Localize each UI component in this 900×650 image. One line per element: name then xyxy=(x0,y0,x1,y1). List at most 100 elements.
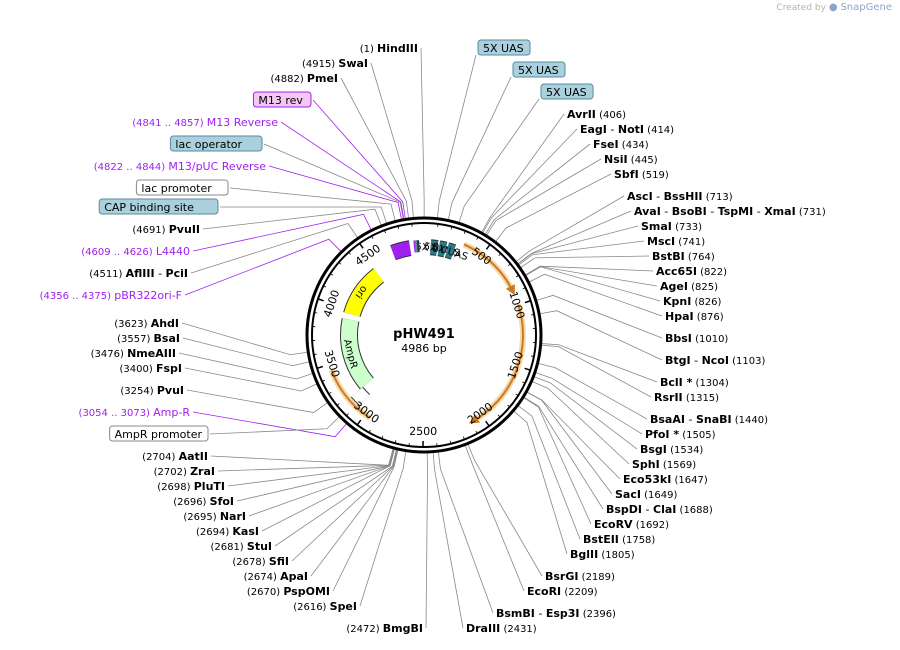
site-position: (406) xyxy=(596,110,626,121)
left-label-18[interactable]: (3054 .. 3073) Amp-R xyxy=(79,406,191,419)
left-label-24[interactable]: (2695) NarI xyxy=(183,510,246,523)
site-position: (2704) xyxy=(142,452,178,463)
left-label-30[interactable]: (2616) SpeI xyxy=(293,600,357,613)
right-label-22[interactable]: PfoI * (1505) xyxy=(645,428,716,441)
site-position: (1692) xyxy=(633,520,670,531)
enzyme-name: NarI xyxy=(220,510,246,523)
tick-mark xyxy=(356,419,362,426)
enzyme-label: (2702) ZraI xyxy=(154,465,215,478)
left-label-1[interactable]: (4915) SwaI xyxy=(302,57,368,70)
feature-fill xyxy=(445,243,456,259)
left-label-22[interactable]: (2698) PluTI xyxy=(157,480,225,493)
right-label-4[interactable]: EagI - NotI (414) xyxy=(580,123,674,136)
right-label-14[interactable]: AgeI (825) xyxy=(660,280,718,293)
right-label-25[interactable]: Eco53kI (1647) xyxy=(623,473,708,486)
right-label-27[interactable]: BspDI - ClaI (1688) xyxy=(606,503,713,516)
left-label-5[interactable]: lac operator xyxy=(169,135,263,152)
feature-fill xyxy=(341,318,374,389)
left-label-0[interactable]: (1) HindIII xyxy=(360,42,418,55)
enzyme-label: (4882) PmeI xyxy=(270,72,338,85)
left-label-21[interactable]: (2702) ZraI xyxy=(154,465,215,478)
enzyme-name: BsmBI xyxy=(496,607,535,620)
right-label-12[interactable]: BstBI (764) xyxy=(652,250,715,263)
right-label-24[interactable]: SphI (1569) xyxy=(632,458,696,471)
leader-line xyxy=(186,389,328,413)
right-label-28[interactable]: EcoRV (1692) xyxy=(594,518,669,531)
left-label-10[interactable]: (4609 .. 4626) L4440 xyxy=(81,245,190,258)
right-label-32[interactable]: EcoRI (2209) xyxy=(527,585,598,598)
minor-tick xyxy=(522,287,526,290)
minor-tick xyxy=(338,262,342,265)
left-label-3[interactable]: M13 rev xyxy=(252,91,312,108)
right-label-20[interactable]: RsrII (1315) xyxy=(654,391,719,404)
site-position: (4915) xyxy=(302,59,338,70)
site-position: (2616) xyxy=(293,602,329,613)
left-label-17[interactable]: (3254) PvuI xyxy=(120,384,184,397)
left-label-29[interactable]: (2670) PspOMI xyxy=(247,585,330,598)
right-label-7[interactable]: SbfI (519) xyxy=(614,168,669,181)
primer-label: (4822 .. 4844) M13/pUC Reverse xyxy=(94,160,266,173)
backbone-inner-strand xyxy=(311,222,537,448)
left-label-28[interactable]: (2674) ApaI xyxy=(244,570,308,583)
right-label-2[interactable]: 5X UAS xyxy=(540,83,594,100)
left-label-27[interactable]: (2678) SfiI xyxy=(232,555,289,568)
right-label-23[interactable]: BsgI (1534) xyxy=(640,443,703,456)
leader-line xyxy=(517,225,639,265)
left-label-13[interactable]: (3623) AhdI xyxy=(114,317,179,330)
left-label-11[interactable]: (4511) AflIII - PciI xyxy=(89,267,188,280)
right-label-33[interactable]: BsmBI - Esp3I (2396) xyxy=(496,607,616,620)
left-label-4[interactable]: (4841 .. 4857) M13 Reverse xyxy=(132,116,278,129)
right-label-3[interactable]: AvrII (406) xyxy=(567,108,626,121)
left-label-16[interactable]: (3400) FspI xyxy=(120,362,182,375)
right-label-9[interactable]: AvaI - BsoBI - TspMI - XmaI (731) xyxy=(634,205,826,218)
left-label-6[interactable]: (4822 .. 4844) M13/pUC Reverse xyxy=(94,160,266,173)
enzyme-label: AvaI - BsoBI - TspMI - XmaI (731) xyxy=(634,205,826,218)
left-label-26[interactable]: (2681) StuI xyxy=(210,540,272,553)
right-label-21[interactable]: BsaAI - SnaBI (1440) xyxy=(650,413,768,426)
leader-line xyxy=(518,405,581,540)
right-label-10[interactable]: SmaI (733) xyxy=(641,220,702,233)
tick-mark xyxy=(359,242,364,249)
right-label-1[interactable]: 5X UAS xyxy=(512,61,566,78)
right-label-0[interactable]: 5X UAS xyxy=(477,39,531,56)
right-label-30[interactable]: BglII (1805) xyxy=(570,548,635,561)
right-label-17[interactable]: BbsI (1010) xyxy=(665,332,728,345)
left-label-2[interactable]: (4882) PmeI xyxy=(270,72,338,85)
left-label-31[interactable]: (2472) BmgBI xyxy=(346,622,423,635)
right-label-15[interactable]: KpnI (826) xyxy=(663,295,721,308)
right-label-16[interactable]: HpaI (876) xyxy=(665,310,724,323)
left-label-12[interactable]: (4356 .. 4375) pBR322ori-F xyxy=(40,289,182,302)
enzyme-name: XmaI xyxy=(764,205,795,218)
leader-line xyxy=(535,372,643,435)
enzyme-name: DraIII xyxy=(466,622,500,635)
left-label-8[interactable]: CAP binding site xyxy=(98,198,219,215)
right-label-13[interactable]: Acc65I (822) xyxy=(656,265,727,278)
enzyme-label: AgeI (825) xyxy=(660,280,718,293)
right-label-18[interactable]: BtgI - NcoI (1103) xyxy=(665,354,765,367)
left-label-20[interactable]: (2704) AatII xyxy=(142,450,208,463)
site-position: (2431) xyxy=(500,624,537,635)
left-label-23[interactable]: (2696) SfoI xyxy=(173,495,234,508)
right-label-6[interactable]: NsiI (445) xyxy=(604,153,658,166)
left-label-9[interactable]: (4691) PvuII xyxy=(132,223,200,236)
right-label-31[interactable]: BsrGI (2189) xyxy=(545,570,615,583)
right-label-5[interactable]: FseI (434) xyxy=(593,138,649,151)
minor-tick xyxy=(450,226,453,230)
minor-tick xyxy=(348,251,351,255)
enzyme-separator: - xyxy=(642,503,653,516)
enzyme-separator: - xyxy=(607,123,618,136)
right-label-29[interactable]: BstEII (1758) xyxy=(583,533,655,546)
right-label-11[interactable]: MscI (741) xyxy=(647,235,705,248)
left-label-15[interactable]: (3476) NmeAIII xyxy=(91,347,176,360)
enzyme-label: (2694) KasI xyxy=(196,525,259,538)
minor-tick xyxy=(475,430,478,434)
right-label-26[interactable]: SacI (1649) xyxy=(615,488,677,501)
left-label-7[interactable]: lac promoter xyxy=(135,179,229,196)
left-label-14[interactable]: (3557) BsaI xyxy=(117,332,180,345)
right-label-8[interactable]: AscI - BssHII (713) xyxy=(627,190,733,203)
right-label-34[interactable]: DraIII (2431) xyxy=(466,622,537,635)
right-label-19[interactable]: BclI * (1304) xyxy=(660,376,729,389)
left-label-19[interactable]: AmpR promoter xyxy=(109,425,209,442)
leader-line xyxy=(517,210,632,264)
left-label-25[interactable]: (2694) KasI xyxy=(196,525,259,538)
